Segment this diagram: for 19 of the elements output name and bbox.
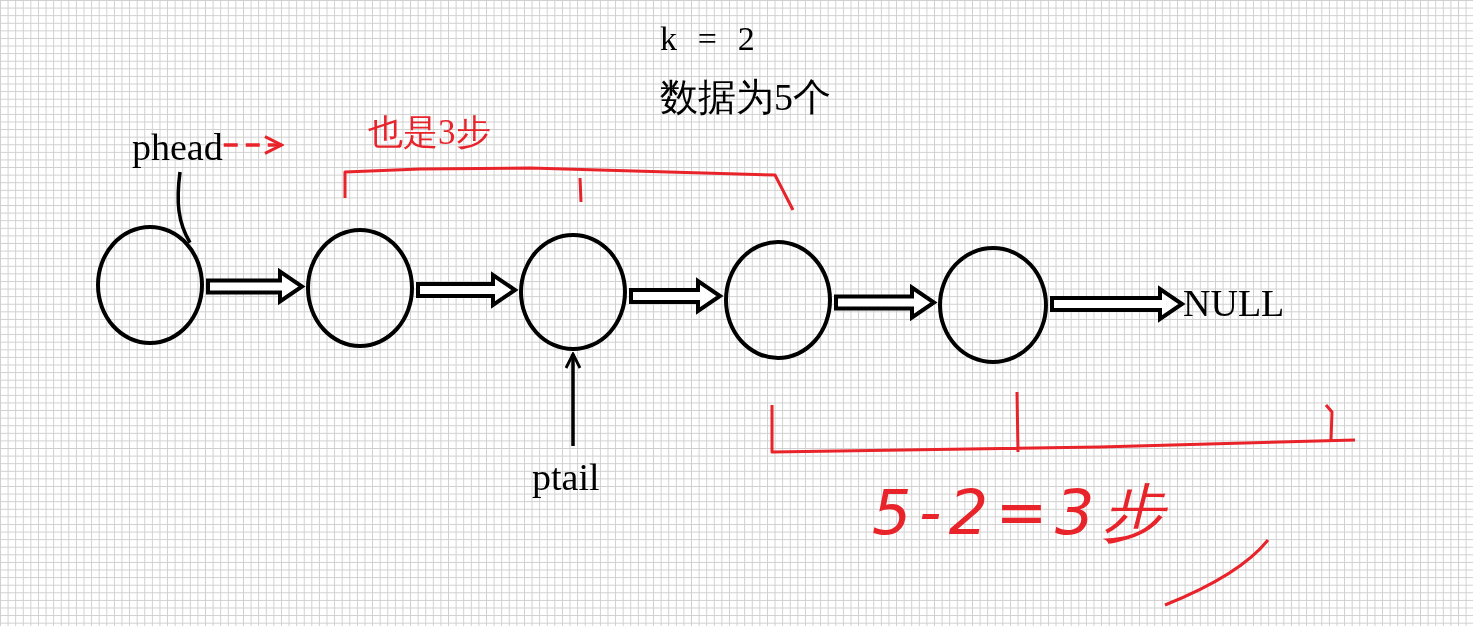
pointer-label: phead [132, 128, 223, 166]
null-label: NULL [1183, 284, 1285, 322]
circle-node [724, 240, 832, 360]
parameter-text: k = 2 [660, 22, 761, 56]
pointer-label: ptail [532, 458, 600, 496]
arrow [564, 352, 582, 446]
block-arrow [629, 277, 724, 315]
arrow [223, 135, 284, 155]
circle-node [96, 225, 204, 345]
block-arrow [206, 267, 306, 306]
circle-node [519, 233, 627, 351]
block-arrow [834, 283, 938, 322]
block-arrow [416, 271, 519, 309]
step-formula: 5-2=3步 [872, 482, 1172, 544]
block-arrow [1050, 285, 1186, 323]
note-text: 数据为5个 [660, 78, 831, 116]
circle-node [938, 246, 1048, 364]
circle-node [306, 228, 414, 348]
step-note: 也是3步 [368, 115, 491, 150]
